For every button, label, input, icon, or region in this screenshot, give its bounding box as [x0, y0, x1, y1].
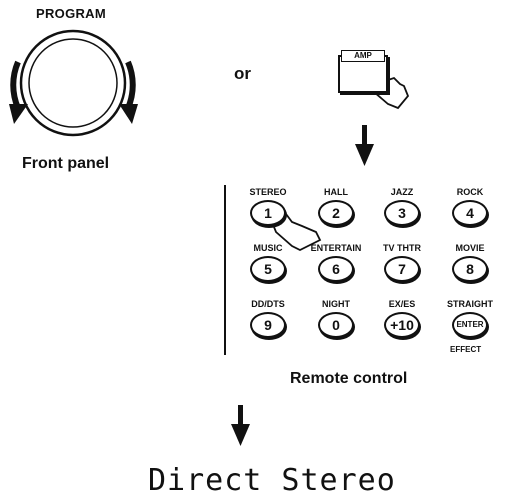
display-readout: Direct Stereo	[148, 463, 396, 498]
key-label: NIGHT	[322, 299, 350, 309]
key-label: MOVIE	[455, 243, 485, 253]
key-cap: 6	[318, 256, 354, 282]
key-cap: 3	[384, 200, 420, 226]
key-cap: 5	[250, 256, 286, 282]
key-cap: 2	[318, 200, 354, 226]
key-cap: ENTER	[452, 312, 488, 338]
key-cap: 1	[250, 200, 286, 226]
remote-key-3[interactable]: 3	[384, 200, 420, 226]
front-panel-label: Front panel	[22, 155, 110, 172]
key-label: EX/ES	[388, 299, 416, 309]
key-cap: 8	[452, 256, 488, 282]
or-label: or	[234, 64, 251, 83]
down-arrow-icon	[355, 125, 374, 166]
key-label: MUSIC	[253, 243, 283, 253]
key-label: JAZZ	[390, 187, 414, 197]
key-cap: 0	[318, 312, 354, 338]
key-label: HALL	[324, 187, 348, 197]
remote-control-label: Remote control	[290, 370, 408, 387]
key-label: DD/DTS	[251, 299, 285, 309]
key-cap: 4	[452, 200, 488, 226]
effect-label: EFFECT	[450, 345, 482, 354]
rotate-right-arrow-icon	[119, 60, 138, 124]
remote-key-5[interactable]: 5	[250, 256, 286, 282]
remote-key-6[interactable]: 6	[318, 256, 354, 282]
key-label: ROCK	[456, 187, 484, 197]
rotate-left-arrow-icon	[9, 60, 28, 124]
key-cap: 7	[384, 256, 420, 282]
remote-key-8[interactable]: 8	[452, 256, 488, 282]
key-cap: +10	[384, 312, 420, 338]
key-label: STRAIGHT	[447, 299, 493, 309]
key-cap: 9	[250, 312, 286, 338]
key-label: STEREO	[249, 187, 287, 197]
remote-key-1[interactable]: 1	[250, 200, 286, 226]
remote-key-10[interactable]: +10	[384, 312, 420, 338]
remote-divider	[224, 185, 226, 355]
amp-label: AMP	[341, 50, 385, 62]
remote-key-enter[interactable]: ENTER	[452, 312, 488, 338]
program-label: PROGRAM	[36, 6, 106, 21]
remote-key-9[interactable]: 9	[250, 312, 286, 338]
key-label: ENTERTAIN	[310, 243, 362, 253]
key-label: TV THTR	[383, 243, 421, 253]
down-arrow-icon	[231, 405, 250, 446]
program-knob[interactable]	[19, 29, 127, 137]
remote-key-2[interactable]: 2	[318, 200, 354, 226]
remote-key-4[interactable]: 4	[452, 200, 488, 226]
remote-key-7[interactable]: 7	[384, 256, 420, 282]
remote-key-0[interactable]: 0	[318, 312, 354, 338]
